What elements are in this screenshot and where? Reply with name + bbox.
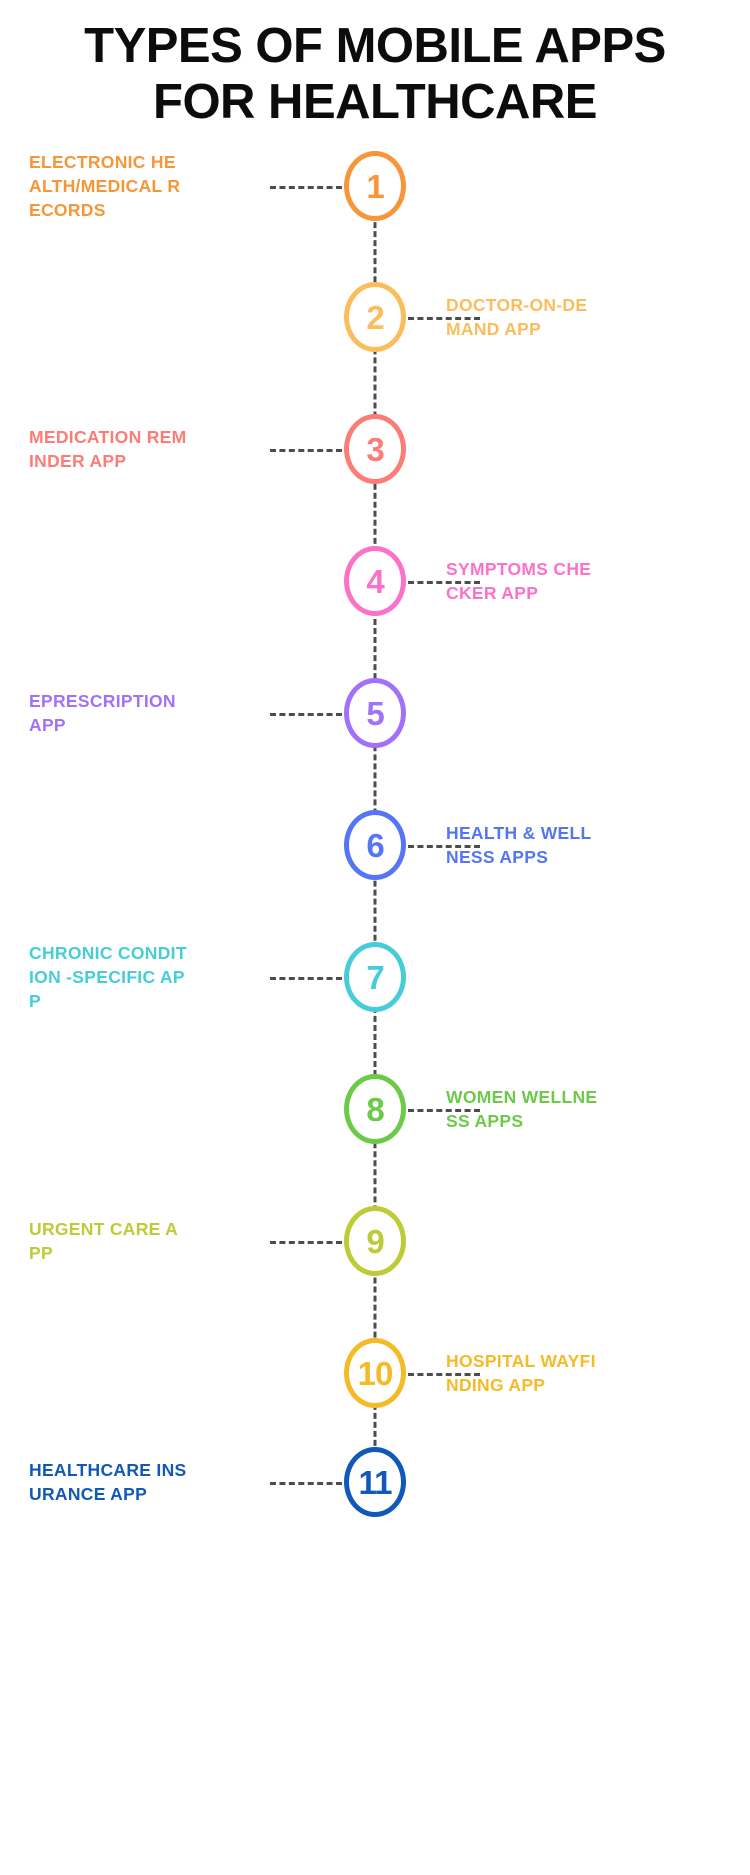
dashed-connector-line: [270, 449, 342, 452]
title-line-1: TYPES OF MOBILE APPS: [84, 19, 666, 73]
step-label: HOSPITAL WAYFINDING APP: [446, 1351, 596, 1395]
step-number: 10: [357, 1354, 394, 1392]
dashed-connector-line: [270, 1241, 342, 1244]
step-number: 9: [366, 1222, 384, 1260]
step-label: WOMEN WELLNESS APPS: [446, 1087, 598, 1131]
dashed-connector-line: [408, 1109, 480, 1112]
step-number-circle[interactable]: 4: [344, 546, 406, 616]
step-number-circle[interactable]: 9: [344, 1206, 406, 1276]
step-label: MEDICATION REMINDER APP: [29, 427, 187, 471]
step-number: 8: [366, 1090, 384, 1128]
dashed-connector-line: [270, 713, 342, 716]
title-line-2: FOR HEALTHCARE: [153, 75, 597, 129]
step-label: HEALTH & WELLNESS APPS: [446, 823, 592, 867]
step-number-circle[interactable]: 1: [344, 151, 406, 221]
dashed-connector-line: [408, 845, 480, 848]
step-number-circle[interactable]: 2: [344, 282, 406, 352]
step-number: 11: [358, 1463, 393, 1501]
step-number: 4: [366, 562, 384, 600]
step-number-circle[interactable]: 5: [344, 678, 406, 748]
step-number-circle[interactable]: 3: [344, 414, 406, 484]
step-label: EPRESCRIPTION APP: [29, 691, 176, 735]
step-number-circle[interactable]: 11: [344, 1447, 406, 1517]
step-label: CHRONIC CONDITION -SPECIFIC APP: [29, 943, 187, 1011]
step-number: 5: [366, 694, 384, 732]
step-number: 2: [366, 298, 384, 336]
step-label: SYMPTOMS CHECKER APP: [446, 559, 592, 603]
step-label: HEALTHCARE INSURANCE APP: [29, 1460, 187, 1504]
dashed-connector-line: [270, 977, 342, 980]
step-number-circle[interactable]: 8: [344, 1074, 406, 1144]
dashed-connector-line: [408, 581, 480, 584]
step-number-circle[interactable]: 6: [344, 810, 406, 880]
step-number: 6: [366, 826, 384, 864]
dashed-connector-line: [408, 1373, 480, 1376]
step-label: DOCTOR-ON-DEMAND APP: [446, 295, 588, 339]
step-number: 7: [366, 958, 384, 996]
step-label: ELECTRONIC HEALTH/MEDICAL RECORDS: [29, 152, 181, 220]
dashed-connector-line: [270, 186, 342, 189]
dashed-connector-line: [270, 1482, 342, 1485]
step-number-circle[interactable]: 7: [344, 942, 406, 1012]
dashed-connector-line: [408, 317, 480, 320]
step-number: 3: [366, 430, 384, 468]
step-number-circle[interactable]: 10: [344, 1338, 406, 1408]
step-number: 1: [366, 167, 384, 205]
step-label: URGENT CARE APP: [29, 1219, 179, 1263]
page-title: TYPES OF MOBILE APPS FOR HEALTHCARE: [0, 18, 750, 130]
